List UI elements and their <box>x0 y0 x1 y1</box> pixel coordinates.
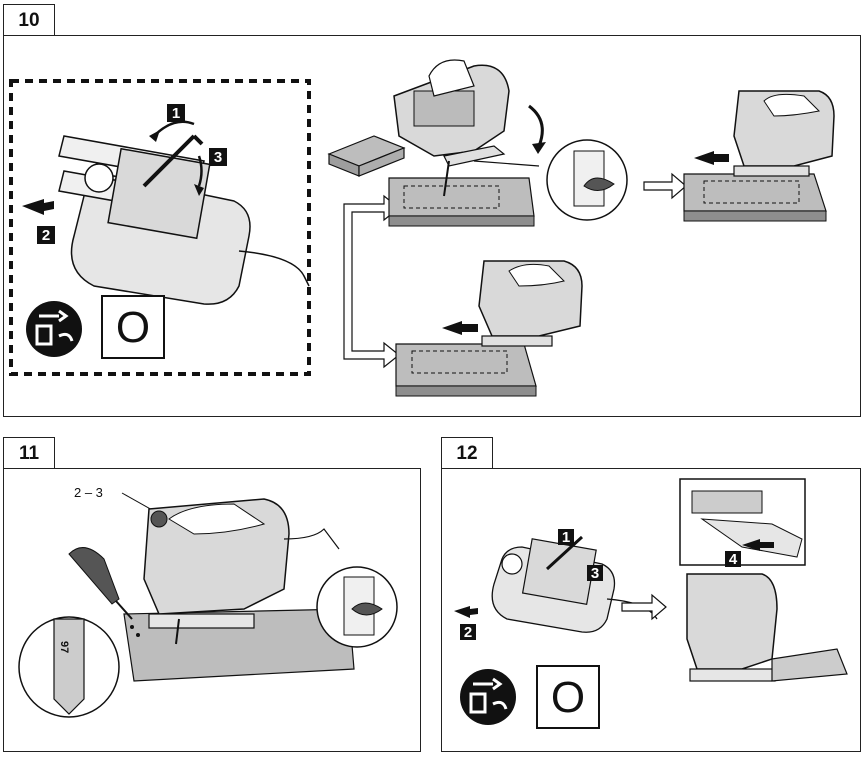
step-3-label: 3 <box>214 149 222 166</box>
arrow-icon <box>643 172 687 200</box>
board-illustration <box>683 173 827 222</box>
arrow-icon <box>22 199 54 215</box>
figure-11-tab: 11 <box>3 437 55 469</box>
figure-11-panel: 2 – 3 97 <box>3 468 421 752</box>
figure-10-panel: 1 2 3 O <box>3 35 861 417</box>
figure-12-number: 12 <box>456 442 478 464</box>
off-symbol-letter: O <box>551 673 585 722</box>
vacuum-hose <box>771 648 848 682</box>
arrow-icon <box>742 539 774 551</box>
step-badge-3: 3 <box>209 148 227 166</box>
step-badge-2: 2 <box>37 226 55 244</box>
step-2-label: 2 <box>464 624 472 641</box>
jigsaw-illustration <box>442 260 583 347</box>
figure-10-number: 10 <box>18 9 40 31</box>
figure-11-number: 11 <box>18 442 40 464</box>
blade-code: 97 <box>58 641 70 653</box>
arrow-icon <box>621 593 667 621</box>
unplug-icon <box>26 301 82 357</box>
oil-bottle-icon <box>68 547 140 637</box>
figure-10-illustration: 1 2 3 O <box>9 59 835 397</box>
off-symbol-letter: O <box>116 303 150 352</box>
callout-label: 2 – 3 <box>74 485 103 500</box>
arrow-icon <box>454 606 478 618</box>
step-1-label: 1 <box>562 529 570 546</box>
detail-inset <box>679 478 806 566</box>
step-1-label: 1 <box>172 105 180 122</box>
board-illustration <box>388 177 535 227</box>
jigsaw-illustration <box>143 498 290 645</box>
step-badge-4: 4 <box>725 551 741 568</box>
step-badge-2: 2 <box>460 624 476 641</box>
blade-icon: 97 <box>18 616 120 718</box>
shoe-topview-illustration <box>454 535 658 633</box>
jigsaw-illustration <box>393 59 546 197</box>
arrow-icon <box>694 151 729 165</box>
detail-magnifier <box>316 566 398 648</box>
step-badge-3: 3 <box>587 565 603 582</box>
jigsaw-illustration <box>686 573 848 682</box>
figure-10-tab: 10 <box>3 4 55 36</box>
jigsaw-illustration <box>694 90 835 177</box>
wood-block-icon <box>327 135 406 177</box>
unplug-icon <box>460 669 516 725</box>
arrow-icon <box>442 321 478 335</box>
board-illustration <box>395 343 537 397</box>
step-2-label: 2 <box>42 227 50 244</box>
step-4-label: 4 <box>729 551 738 568</box>
shoe-topview-illustration <box>22 120 310 305</box>
figure-12-panel: 1 2 3 O 4 <box>441 468 861 752</box>
figure-12-tab: 12 <box>441 437 493 469</box>
figure-12-illustration: 1 2 3 O 4 <box>454 478 848 729</box>
step-badge-1: 1 <box>167 104 185 122</box>
step-badge-1: 1 <box>558 529 574 546</box>
figure-11-illustration: 2 – 3 97 <box>18 485 398 718</box>
off-symbol-box: O <box>101 295 165 359</box>
step-3-label: 3 <box>591 565 599 582</box>
detail-magnifier <box>546 139 628 221</box>
off-symbol-box: O <box>536 665 600 729</box>
